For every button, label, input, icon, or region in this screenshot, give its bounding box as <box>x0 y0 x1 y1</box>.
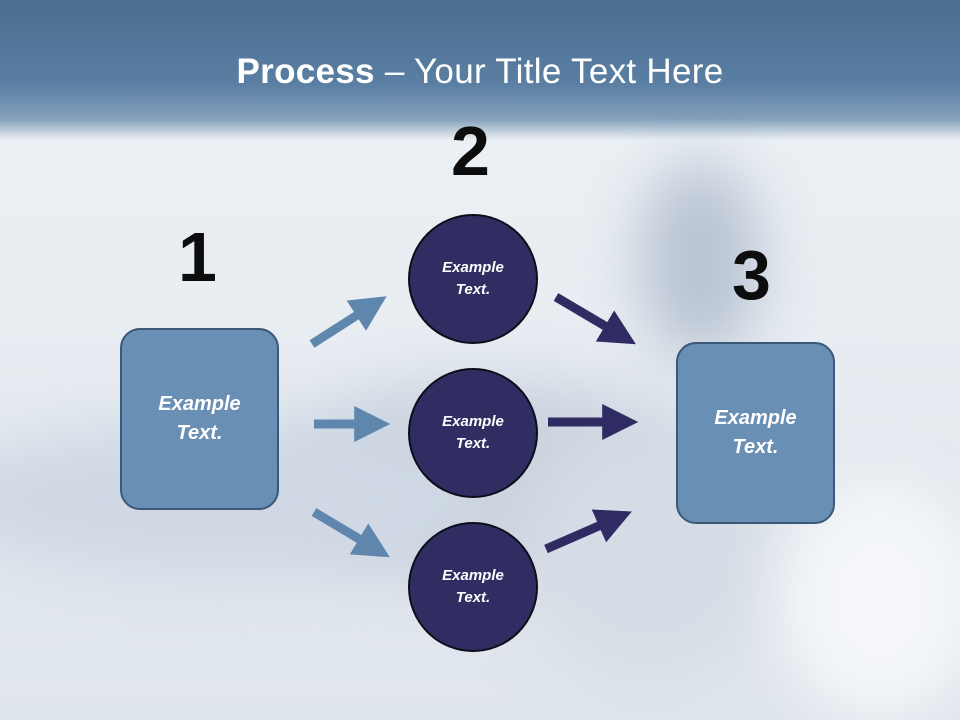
circle-top: Example Text. <box>408 214 538 344</box>
circle-bottom-label: Example Text. <box>442 566 504 607</box>
step-number-3: 3 <box>732 236 771 314</box>
title-bold: Process <box>236 52 375 91</box>
arrow-left-to-top <box>309 296 387 348</box>
arrow-bottom-to-right <box>544 509 632 554</box>
circle-middle-label: Example Text. <box>442 412 504 453</box>
right-box: Example Text. <box>676 342 835 524</box>
left-box-label: Example Text. <box>158 393 241 444</box>
circle-middle: Example Text. <box>408 368 538 498</box>
page-title: Process – Your Title Text Here <box>0 52 960 92</box>
title-rest: – Your Title Text Here <box>374 52 724 91</box>
right-box-label: Example Text. <box>714 407 797 458</box>
step-number-1: 1 <box>178 218 217 296</box>
left-box: Example Text. <box>120 328 279 510</box>
step-number-2: 2 <box>451 112 490 190</box>
circle-top-label: Example Text. <box>442 258 504 299</box>
title-band <box>0 0 960 140</box>
circle-bottom: Example Text. <box>408 522 538 652</box>
arrow-top-to-right <box>553 293 636 345</box>
arrow-left-to-bottom <box>311 508 390 558</box>
